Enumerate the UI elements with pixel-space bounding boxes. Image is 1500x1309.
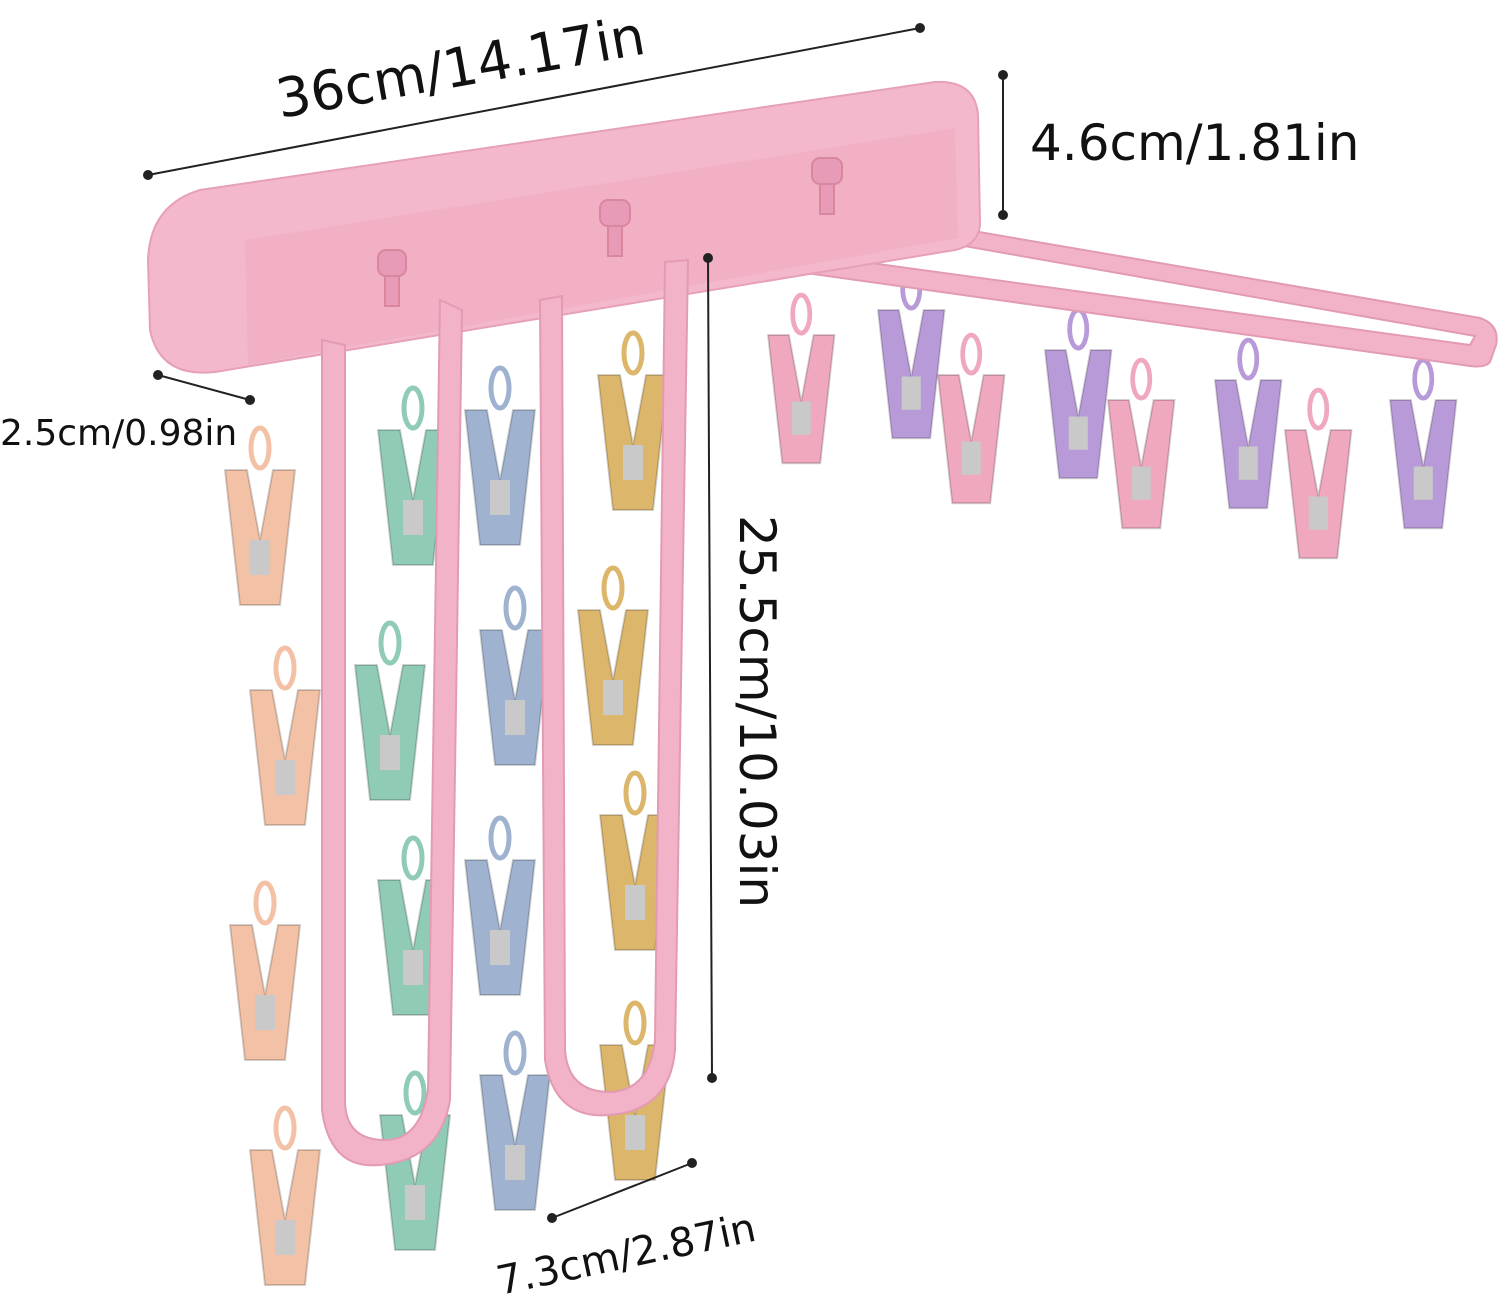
clothespin-clip (596, 330, 670, 511)
length-line (147, 27, 921, 176)
dimension-lines (143, 23, 1008, 1223)
loop-width-label: 7.3cm/2.87in (493, 1205, 760, 1305)
hook (599, 199, 631, 227)
clothespin-clip (463, 815, 537, 996)
clothespin-clip (1043, 307, 1113, 480)
clothespin-clip (576, 565, 650, 746)
dim-endpoint (143, 170, 153, 180)
dim-endpoint (998, 70, 1008, 80)
clothespin-clip (228, 880, 302, 1061)
clothespin-clip (223, 425, 297, 606)
clothespin-clip (1106, 357, 1176, 530)
clothespin-clip (248, 645, 322, 826)
clothespin-clip (766, 292, 836, 465)
clothespin-clip (1283, 387, 1353, 560)
dim-endpoint (687, 1158, 697, 1168)
hook (384, 275, 400, 307)
rail-front-face (245, 128, 958, 365)
clothespin-clip (1388, 357, 1458, 530)
clothespin-clip (353, 620, 427, 801)
length-label: 36cm/14.17in (271, 4, 649, 131)
drop-label: 25.5cm/10.03in (728, 515, 786, 908)
dim-endpoint (998, 210, 1008, 220)
hook (377, 249, 407, 277)
hanging-loop-left (321, 298, 464, 1167)
clothespin-clip (1213, 337, 1283, 510)
rail-hooks (377, 157, 843, 307)
clothespin-clip (463, 365, 537, 546)
dim-endpoint (707, 1073, 717, 1083)
clothespin-clip (376, 385, 450, 566)
dim-endpoint (153, 370, 163, 380)
height-label: 4.6cm/1.81in (1030, 114, 1359, 172)
hook (819, 183, 835, 215)
dim-endpoint (245, 395, 255, 405)
dim-endpoint (915, 23, 925, 33)
clothespin-clip (876, 267, 946, 440)
clothespin-clip (248, 1105, 322, 1286)
dim-endpoint (703, 253, 713, 263)
hanging-loop-right (538, 258, 690, 1117)
hook (811, 157, 843, 185)
clothespin-clip (478, 1030, 552, 1211)
clothespin-clip (936, 332, 1006, 505)
loop-width-line (551, 1162, 693, 1219)
hook (607, 225, 623, 257)
depth-line (157, 374, 251, 401)
dim-endpoint (547, 1213, 557, 1223)
depth-label: 2.5cm/0.98in (0, 413, 237, 454)
clothespin-clip (478, 585, 552, 766)
drop-line (707, 257, 713, 1079)
